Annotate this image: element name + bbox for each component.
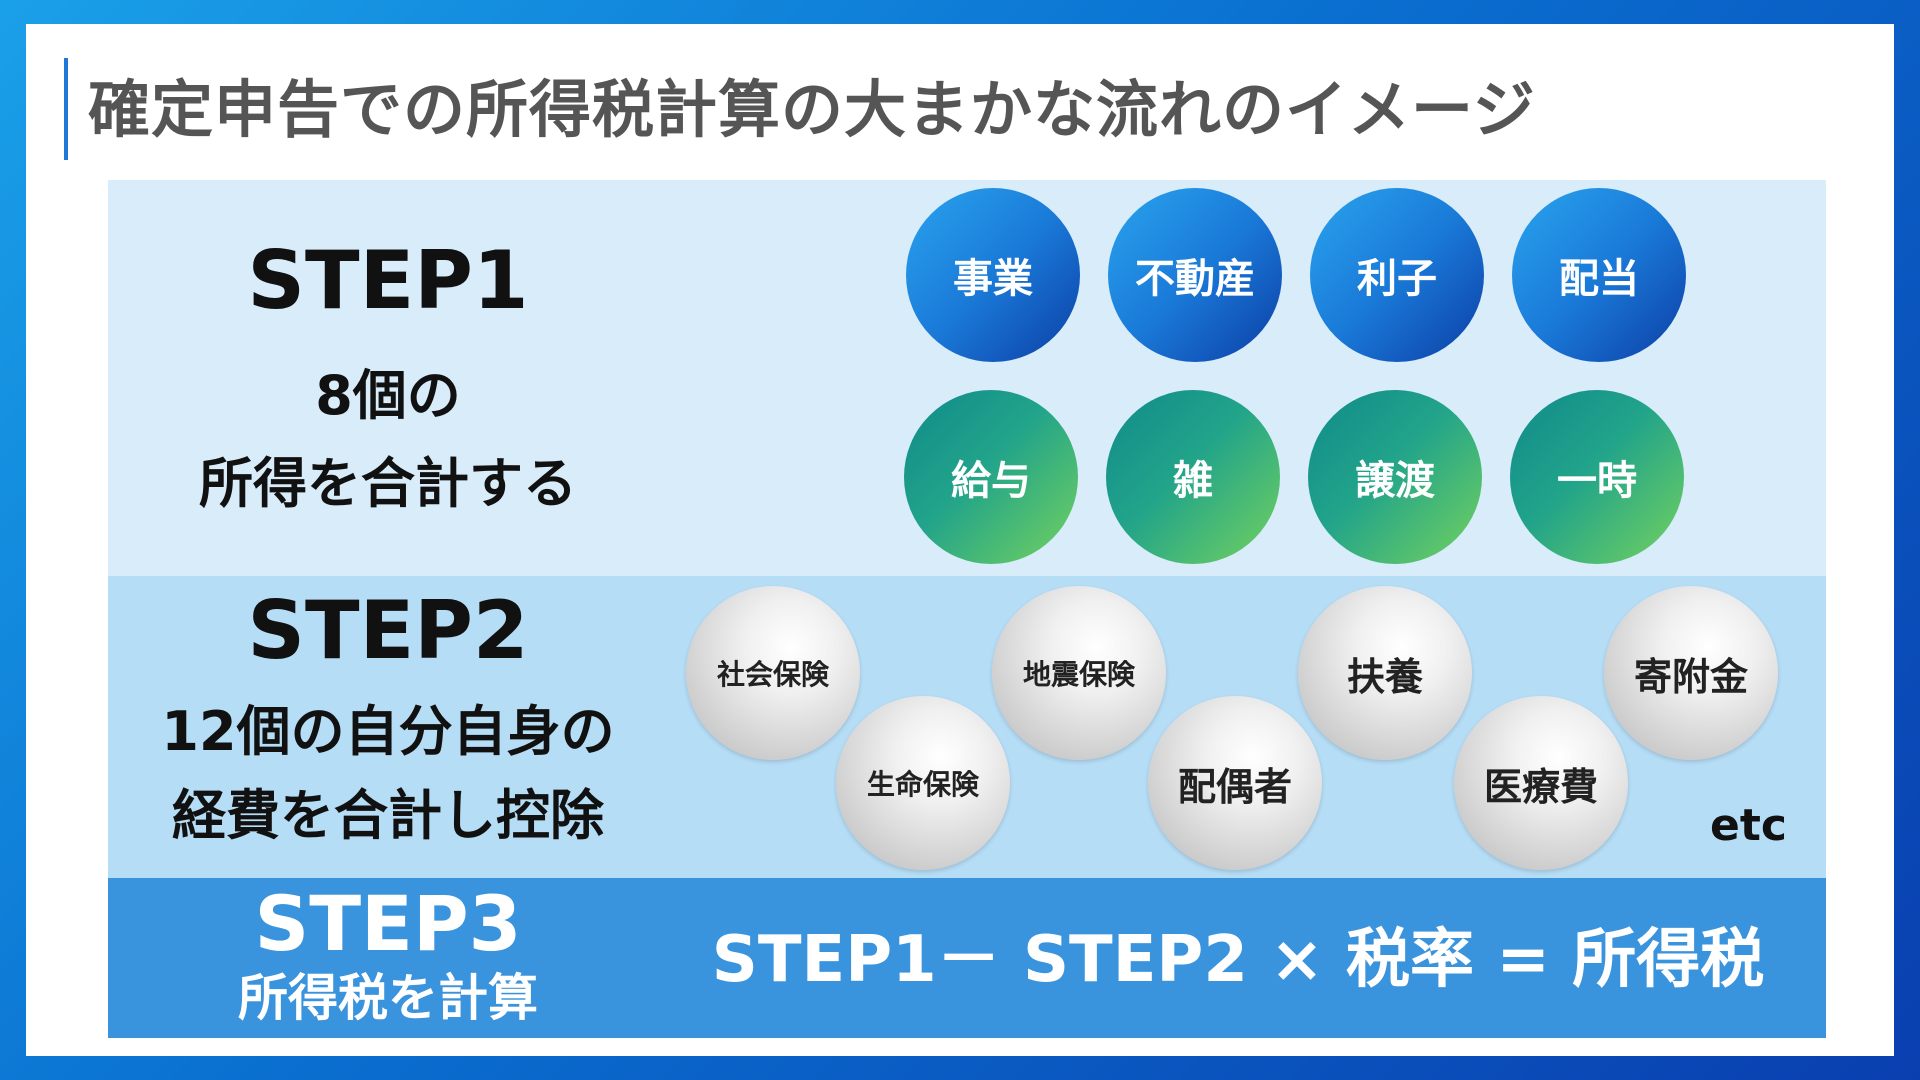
step2-desc-line1: 12個の自分自身の [161, 700, 615, 763]
step3-description: 所得税を計算 [238, 969, 538, 1027]
page-title: 確定申告での所得税計算の大まかな流れのイメージ [88, 73, 1536, 146]
deduction-circle-medical: 医療費 [1454, 696, 1628, 870]
income-circle-misc: 雑 [1106, 390, 1280, 564]
step2-heading: STEP2 [247, 584, 529, 677]
step1-desc-line2: 所得を合計する [199, 452, 577, 515]
deductions-etc-label: etc [1710, 800, 1787, 851]
income-circle-real-estate: 不動産 [1108, 188, 1282, 362]
deduction-circle-spouse: 配偶者 [1148, 696, 1322, 870]
step2-description: 12個の自分自身の 経費を合計し控除 [108, 690, 668, 858]
step1-desc-line1: 8個の [315, 364, 461, 427]
income-circle-interest: 利子 [1310, 188, 1484, 362]
deduction-circle-donation: 寄附金 [1604, 586, 1778, 760]
tax-formula: STEP1－ STEP2 × 税率 = 所得税 [711, 923, 1765, 997]
step3-heading: STEP3 [254, 879, 522, 968]
income-circle-temporary: 一時 [1510, 390, 1684, 564]
income-circle-transfer: 譲渡 [1308, 390, 1482, 564]
deduction-circle-dependents: 扶養 [1298, 586, 1472, 760]
income-circle-dividend: 配当 [1512, 188, 1686, 362]
step1-description: 8個の 所得を合計する [108, 352, 668, 528]
deduction-circle-social-insurance: 社会保険 [686, 586, 860, 760]
step1-heading: STEP1 [247, 234, 529, 327]
income-circle-salary: 給与 [904, 390, 1078, 564]
deduction-circle-life-insurance: 生命保険 [836, 696, 1010, 870]
deduction-circle-earthquake-insurance: 地震保険 [992, 586, 1166, 760]
income-circle-business: 事業 [906, 188, 1080, 362]
title-accent-bar [64, 58, 68, 160]
step2-desc-line2: 経費を合計し控除 [172, 784, 604, 847]
step3-band: STEP3 所得税を計算 STEP1－ STEP2 × 税率 = 所得税 [108, 878, 1826, 1038]
